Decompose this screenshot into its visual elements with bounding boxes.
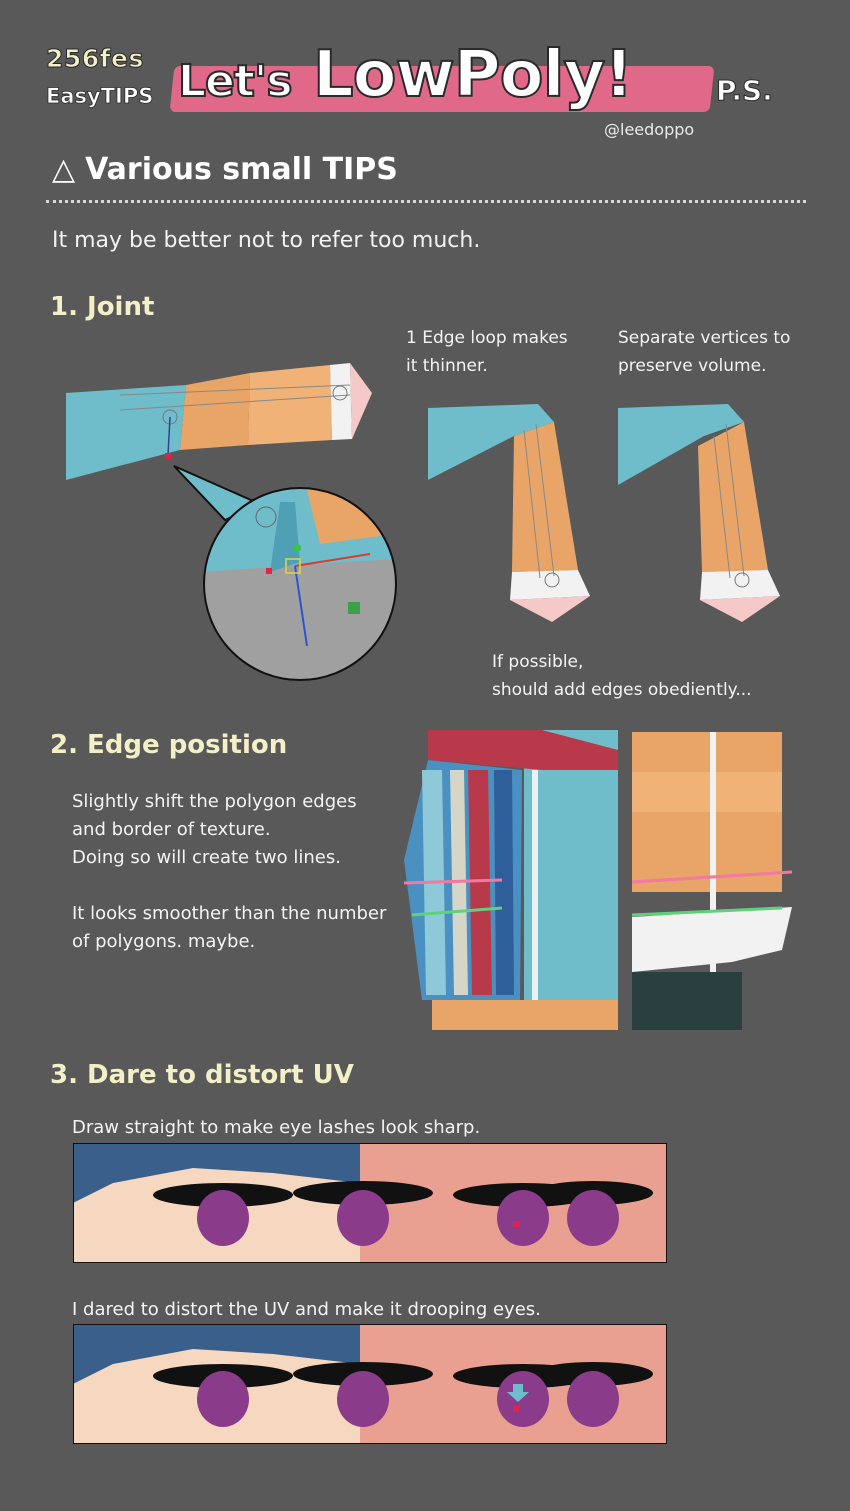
arm-model-bent-separated — [618, 404, 780, 622]
eyes-distorted-uv-panel — [73, 1324, 667, 1444]
uv-caption-2: I dared to distort the UV and make it dr… — [72, 1299, 541, 1320]
author-handle: @leedoppo — [604, 120, 695, 139]
intro-text: It may be better not to refer too much. — [52, 228, 481, 253]
joint-zoom-bubble — [173, 465, 397, 681]
note-line-2: should add edges obediently... — [492, 680, 752, 700]
triangle-outline-icon: △ — [52, 152, 76, 187]
tip-1-heading: 1. Joint — [50, 292, 155, 322]
brand-subtitle: EasyTIPS — [46, 84, 154, 109]
edge-text-line-3: Doing so will create two lines. — [72, 847, 341, 868]
edge-position-sleeve-model — [403, 730, 618, 1030]
edge-text-line-2: and border of texture. — [72, 819, 271, 840]
edge-position-arm-model — [632, 732, 792, 1030]
arm-model-bent-edge-loop — [428, 404, 590, 622]
edge-text-line-1: Slightly shift the polygon edges — [72, 791, 357, 812]
caption-edge-loop-1: 1 Edge loop makes — [406, 328, 568, 348]
caption-separate-1: Separate vertices to — [618, 328, 791, 348]
uv-caption-1: Draw straight to make eye lashes look sh… — [72, 1117, 481, 1138]
title-main: LowPoly — [312, 37, 606, 113]
title-bang: ! — [603, 37, 634, 113]
page-title: Let's LowPoly! — [177, 37, 634, 113]
eyes-straight-uv-panel — [73, 1143, 667, 1263]
tip-2-heading: 2. Edge position — [50, 730, 288, 760]
edge-text-line-6: of polygons. maybe. — [72, 931, 256, 952]
tip-3-heading: 3. Dare to distort UV — [50, 1060, 354, 1090]
caption-edge-loop-2: it thinner. — [406, 356, 488, 376]
note-line-1: If possible, — [492, 652, 584, 672]
title-prefix: Let's — [177, 55, 294, 108]
caption-separate-2: preserve volume. — [618, 356, 767, 376]
section-title-text: Various small TIPS — [85, 152, 398, 187]
section-title: △ Various small TIPS — [52, 152, 398, 187]
brand-number: 256fes — [46, 44, 144, 74]
arm-model-straight — [66, 363, 372, 480]
dotted-divider — [46, 200, 806, 203]
ps-label: P.S. — [716, 74, 774, 108]
edge-text-line-5: It looks smoother than the number — [72, 903, 387, 924]
